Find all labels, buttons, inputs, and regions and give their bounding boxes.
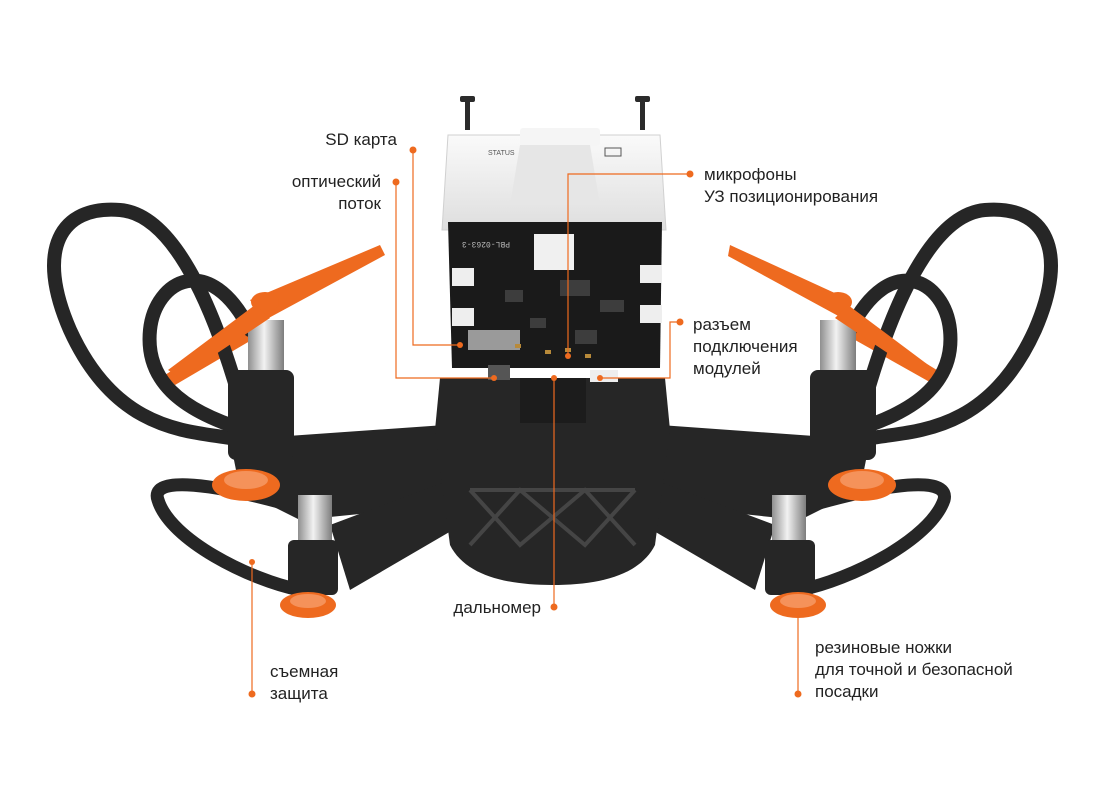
front-propellers bbox=[168, 292, 935, 378]
upper-guard-left bbox=[47, 202, 257, 447]
label-rubber-feet: резиновые ножки для точной и безопасной … bbox=[815, 638, 1013, 701]
label-module-connector: разъем подключения модулей bbox=[693, 315, 798, 378]
motors bbox=[228, 320, 876, 595]
circuit-board: PBL-0263-3 bbox=[448, 222, 662, 382]
status-marking: STATUS bbox=[488, 150, 515, 157]
callout-optical-flow bbox=[395, 182, 494, 379]
callout-connector bbox=[600, 321, 680, 379]
screws bbox=[460, 96, 650, 130]
rubber-feet bbox=[212, 469, 896, 618]
frame-lattice bbox=[468, 487, 637, 548]
callout-dots bbox=[248, 146, 802, 698]
module-housing: STATUS bbox=[441, 128, 667, 231]
label-removable-guard: съемная защита bbox=[270, 662, 339, 703]
label-sd-card: SD карта bbox=[325, 130, 397, 149]
label-optical-flow: оптический поток bbox=[291, 172, 381, 213]
board-marking: PBL-0263-3 bbox=[462, 239, 510, 248]
label-microphones: микрофоны УЗ позиционирования bbox=[704, 165, 879, 206]
label-rangefinder: дальномер bbox=[453, 598, 541, 617]
callouts bbox=[251, 152, 799, 694]
callout-mics bbox=[567, 173, 690, 356]
upper-guard-right bbox=[843, 202, 1058, 447]
callout-sd-card bbox=[412, 152, 460, 346]
